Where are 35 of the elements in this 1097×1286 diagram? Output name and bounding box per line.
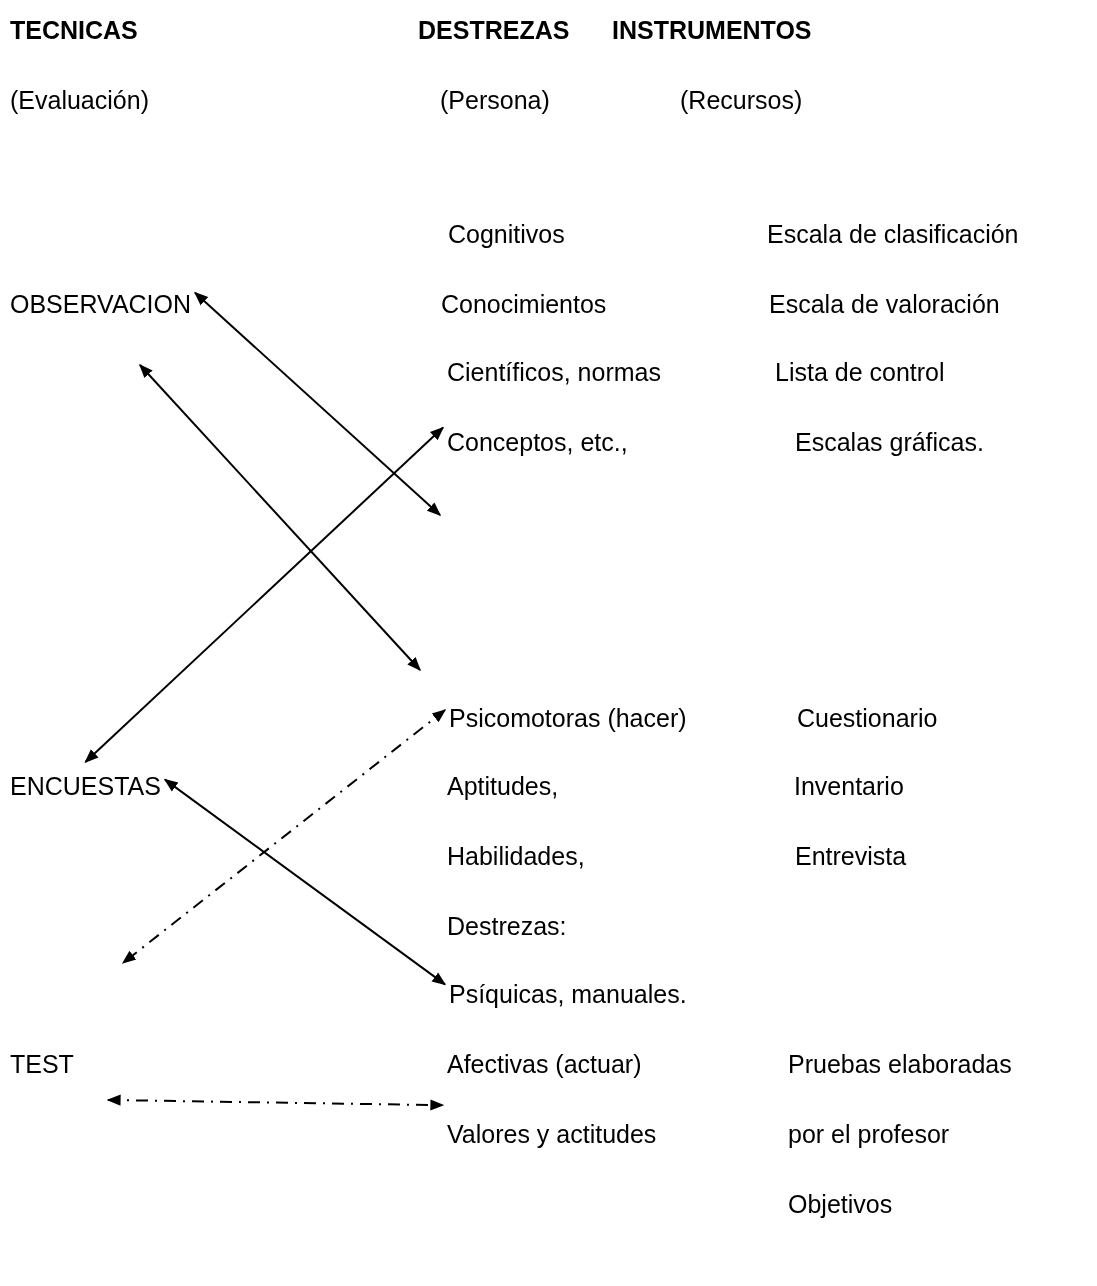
list-item: Objetivos	[788, 1189, 893, 1220]
column-heading: TECNICAS	[10, 15, 138, 46]
list-item: Destrezas:	[447, 911, 567, 942]
list-item: Lista de control	[775, 357, 945, 388]
node-text: Conceptos, etc.,	[447, 426, 628, 458]
list-item: Cuestionario	[797, 703, 938, 734]
node-text: ENCUESTAS	[10, 770, 161, 802]
list-item: Pruebas elaboradas	[788, 1049, 1012, 1080]
double-arrow	[84, 426, 444, 763]
dash-dot-arrow	[121, 709, 447, 964]
list-item: Conocimientos	[441, 289, 607, 320]
double-arrow	[163, 778, 447, 986]
list-item: Habilidades,	[447, 841, 585, 872]
node-text: Psicomotoras (hacer)	[449, 702, 687, 734]
column-heading: INSTRUMENTOS	[612, 15, 812, 46]
row-label: TEST	[10, 1049, 74, 1080]
list-item: Entrevista	[795, 841, 907, 872]
double-arrow	[194, 291, 442, 516]
list-item: Aptitudes,	[447, 771, 559, 802]
node-text: Psíquicas, manuales.	[449, 978, 687, 1010]
list-item: Cognitivos	[448, 219, 565, 250]
column-heading: DESTREZAS	[418, 15, 570, 46]
list-item: por el profesor	[788, 1119, 950, 1150]
list-item: Inventario	[794, 771, 904, 802]
list-item: Escala de valoración	[769, 289, 1000, 320]
list-item: Afectivas (actuar)	[447, 1049, 642, 1080]
column-subheading: (Evaluación)	[10, 85, 149, 116]
dash-dot-arrow	[106, 1094, 445, 1111]
column-subheading: (Persona)	[440, 85, 550, 116]
node-text: Valores y actitudes	[447, 1118, 657, 1150]
list-item: Escala de clasificación	[767, 219, 1019, 250]
column-subheading: (Recursos)	[680, 85, 803, 116]
node-text: OBSERVACION	[10, 288, 192, 320]
list-item: Escalas gráficas.	[795, 427, 984, 458]
list-item: Científicos, normas	[447, 357, 661, 388]
